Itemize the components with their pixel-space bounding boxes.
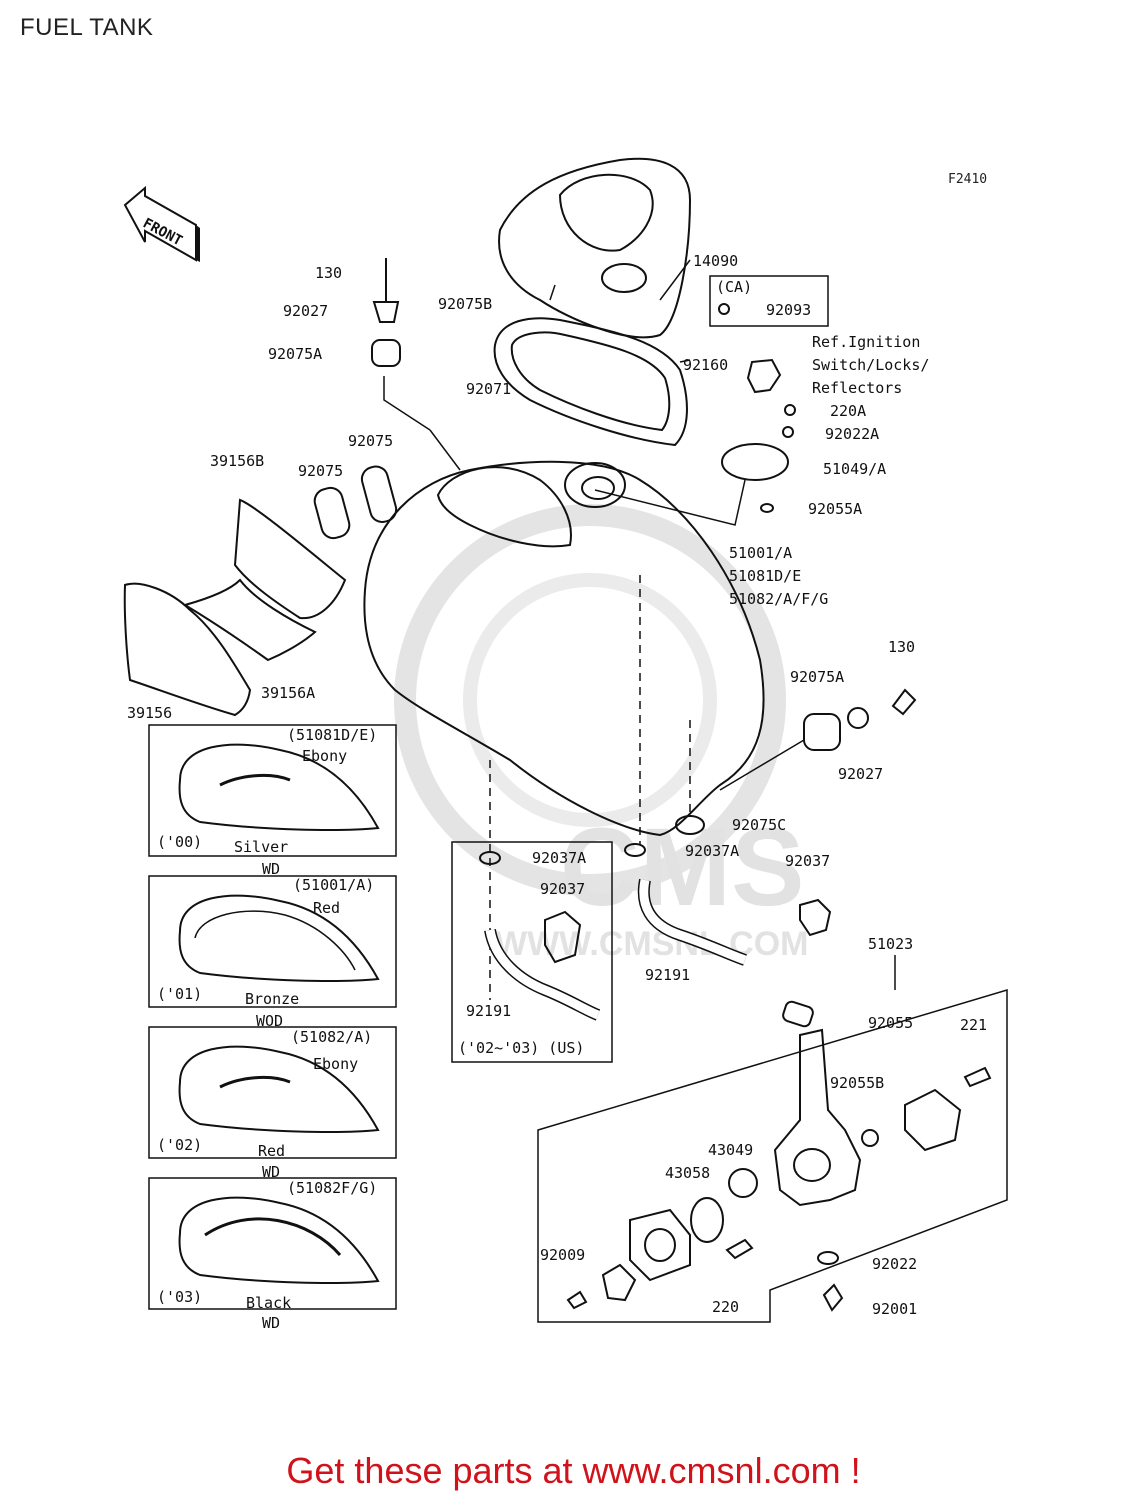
variant-box-4 (148, 1177, 397, 1310)
label-51049A: 51049/A (823, 460, 886, 478)
label-39156: 39156 (127, 704, 172, 722)
label-92055: 92055 (868, 1014, 913, 1032)
label-51081DE: 51081D/E (729, 567, 801, 585)
label-92022A: 92022A (825, 425, 879, 443)
variant-1-color: Ebony (302, 747, 347, 765)
label-130-top: 130 (315, 264, 342, 282)
label-221: 221 (960, 1016, 987, 1034)
label-92009: 92009 (540, 1246, 585, 1264)
label-92071: 92071 (466, 380, 511, 398)
label-92037-right: 92037 (785, 852, 830, 870)
page-title: FUEL TANK (20, 14, 154, 41)
variant-4-year: ('03) (157, 1288, 202, 1306)
label-51023: 51023 (868, 935, 913, 953)
label-92037-box: 92037 (540, 880, 585, 898)
variant-box-2 (148, 875, 397, 1008)
ref-line-1: Ref.Ignition (812, 333, 920, 351)
label-92027-top: 92027 (283, 302, 328, 320)
label-92037A-right: 92037A (685, 842, 739, 860)
us-note: ('02~'03) (US) (458, 1039, 584, 1057)
promo-link[interactable]: www.cmsnl.com (582, 1450, 841, 1491)
variant-3-color: Ebony (313, 1055, 358, 1073)
variant-1-tag: WD (262, 860, 280, 878)
fuel-valve-group-outline (537, 988, 1008, 1323)
label-92075-2: 92075 (298, 462, 343, 480)
label-92093: 92093 (766, 301, 811, 319)
promo-prefix: Get these parts at (286, 1450, 583, 1491)
variant-3-year: ('02) (157, 1136, 202, 1154)
variant-2-code: (51001/A) (293, 876, 374, 894)
ref-line-3: Reflectors (812, 379, 902, 397)
variant-box-3 (148, 1026, 397, 1159)
label-43049: 43049 (708, 1141, 753, 1159)
label-220: 220 (712, 1298, 739, 1316)
fuel-tank (363, 460, 765, 837)
promo-banner: Get these parts at www.cmsnl.com ! (0, 1450, 1147, 1492)
variant-4-code: (51082F/G) (287, 1179, 377, 1197)
variant-4-bottom-color: Black (246, 1294, 291, 1312)
label-92191-box: 92191 (466, 1002, 511, 1020)
variant-1-bottom-color: Silver (234, 838, 288, 856)
gasket-92160 (493, 317, 688, 447)
fuel-tank-parts-diagram: CMS WWW.CMSNL.COM FRONT (123, 157, 1008, 1332)
promo-suffix: ! (840, 1450, 861, 1491)
figure-code: F2410 (948, 172, 988, 187)
label-92027-right: 92027 (838, 765, 883, 783)
label-92055A: 92055A (808, 500, 862, 518)
label-43058: 43058 (665, 1164, 710, 1182)
label-92055B: 92055B (830, 1074, 884, 1092)
ref-line-2: Switch/Locks/ (812, 356, 929, 374)
variant-3-bottom-color: Red (258, 1142, 285, 1160)
side-cover-39156A (182, 578, 317, 662)
variant-2-bottom-color: Bronze (245, 990, 299, 1008)
side-cover-39156B (233, 498, 347, 620)
variant-3-code: (51082/A) (291, 1028, 372, 1046)
label-ca: (CA) (716, 278, 752, 296)
label-51001A: 51001/A (729, 544, 792, 562)
variant-2-tag: WOD (256, 1012, 283, 1030)
label-220A: 220A (830, 402, 866, 420)
label-92075-1: 92075 (348, 432, 393, 450)
label-92037A-box: 92037A (532, 849, 586, 867)
variant-1-code: (51081D/E) (287, 726, 377, 744)
variant-3-tag: WD (262, 1163, 280, 1181)
label-92075C: 92075C (732, 816, 786, 834)
watermark-brand: CMS (560, 806, 804, 929)
variant-box-1 (148, 724, 397, 857)
label-130-right: 130 (888, 638, 915, 656)
label-39156A: 39156A (261, 684, 315, 702)
side-cover-39156 (123, 582, 252, 717)
label-92160: 92160 (683, 356, 728, 374)
variant-2-year: ('01) (157, 985, 202, 1003)
tank-cover (498, 157, 692, 339)
label-92075B: 92075B (438, 295, 492, 313)
front-arrow-icon: FRONT (123, 185, 200, 262)
label-14090: 14090 (693, 252, 738, 270)
label-92191-right: 92191 (645, 966, 690, 984)
label-39156B: 39156B (210, 452, 264, 470)
variant-2-color: Red (313, 899, 340, 917)
label-92075A-top: 92075A (268, 345, 322, 363)
label-51082AFG: 51082/A/F/G (729, 590, 828, 608)
watermark: CMS WWW.CMSNL.COM (394, 504, 809, 963)
label-92001: 92001 (872, 1300, 917, 1318)
label-92075A-right: 92075A (790, 668, 844, 686)
variant-4-tag: WD (262, 1314, 280, 1332)
watermark-url: WWW.CMSNL.COM (495, 925, 809, 963)
us-hose-box (451, 841, 613, 1063)
label-92022: 92022 (872, 1255, 917, 1273)
variant-1-year: ('00) (157, 833, 202, 851)
fuel-valve (773, 1028, 862, 1207)
